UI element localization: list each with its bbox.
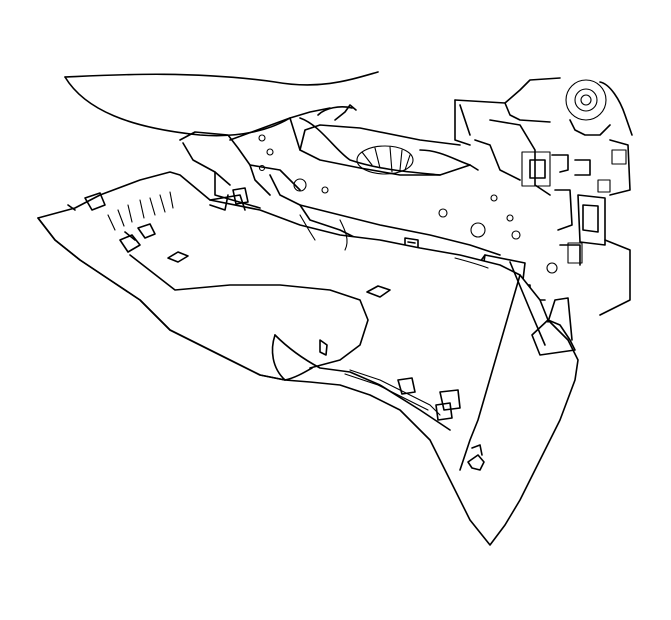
panel-retaining-tabs [67,191,174,253]
wiring-harness [299,214,489,269]
electrical-connector [344,369,461,421]
right-bracket-assembly [454,77,633,316]
dash-carrier-frame [179,107,521,256]
lower-trim-panel [37,171,579,546]
center-duct [299,104,479,176]
